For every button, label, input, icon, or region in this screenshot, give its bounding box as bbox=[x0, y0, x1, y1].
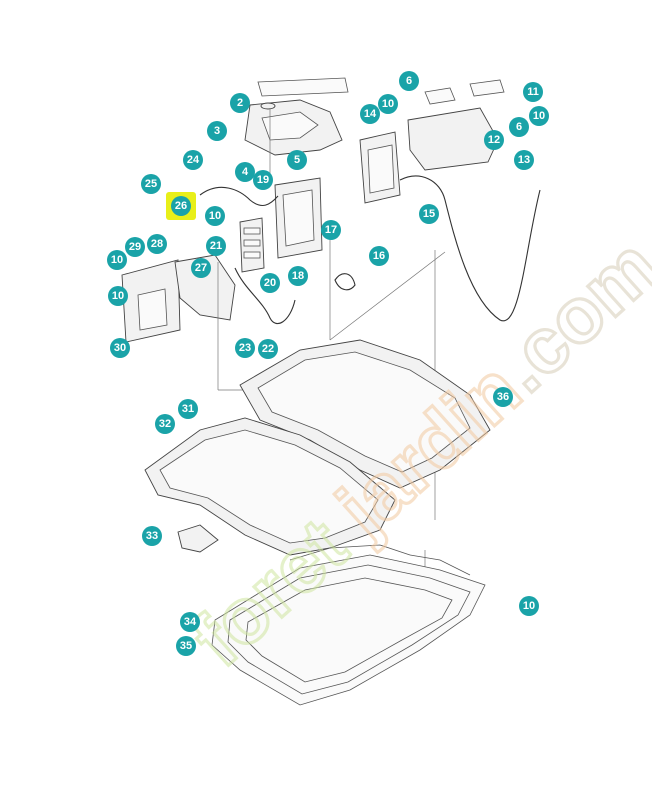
callout-11[interactable]: 11 bbox=[523, 82, 543, 102]
callout-label: 17 bbox=[325, 224, 337, 236]
callout-4[interactable]: 4 bbox=[235, 162, 255, 182]
callout-12[interactable]: 12 bbox=[484, 130, 504, 150]
callout-label: 26 bbox=[175, 200, 187, 212]
callout-30[interactable]: 30 bbox=[110, 338, 130, 358]
callout-label: 13 bbox=[518, 154, 530, 166]
callout-label: 19 bbox=[257, 174, 269, 186]
callout-25[interactable]: 25 bbox=[141, 174, 161, 194]
callout-18[interactable]: 18 bbox=[288, 266, 308, 286]
callout-label: 31 bbox=[182, 403, 194, 415]
callout-label: 15 bbox=[423, 208, 435, 220]
callout-10a[interactable]: 10 bbox=[378, 94, 398, 114]
callout-35[interactable]: 35 bbox=[176, 636, 196, 656]
callout-label: 24 bbox=[187, 154, 200, 166]
callout-label: 28 bbox=[151, 238, 163, 250]
callout-label: 27 bbox=[195, 262, 207, 274]
callout-31[interactable]: 31 bbox=[178, 399, 198, 419]
callout-29[interactable]: 29 bbox=[125, 237, 145, 257]
callout-21[interactable]: 21 bbox=[206, 236, 226, 256]
callout-5[interactable]: 5 bbox=[287, 150, 307, 170]
callout-label: 6 bbox=[406, 75, 412, 87]
callout-22[interactable]: 22 bbox=[258, 339, 278, 359]
callout-26[interactable]: 26 bbox=[171, 196, 191, 216]
callout-6a[interactable]: 6 bbox=[399, 71, 419, 91]
top-cover-assembly bbox=[244, 77, 349, 175]
callout-label: 18 bbox=[292, 270, 304, 282]
callout-34[interactable]: 34 bbox=[180, 612, 200, 632]
callout-label: 10 bbox=[111, 254, 123, 266]
callout-label: 4 bbox=[242, 166, 249, 178]
callout-32[interactable]: 32 bbox=[155, 414, 175, 434]
chassis-frame bbox=[211, 544, 486, 706]
callout-15[interactable]: 15 bbox=[419, 204, 439, 224]
callout-label: 35 bbox=[180, 640, 192, 652]
callout-23[interactable]: 23 bbox=[235, 338, 255, 358]
callout-17[interactable]: 17 bbox=[321, 220, 341, 240]
callout-label: 25 bbox=[145, 178, 157, 190]
callout-label: 20 bbox=[264, 277, 276, 289]
callout-label: 34 bbox=[184, 616, 197, 628]
callout-label: 10 bbox=[209, 210, 221, 222]
callout-label: 5 bbox=[294, 154, 300, 166]
callout-2[interactable]: 2 bbox=[230, 93, 250, 113]
callout-10f[interactable]: 10 bbox=[519, 596, 539, 616]
callout-label: 10 bbox=[382, 98, 394, 110]
part-callouts: 2 3 4 5 6 6 10 10 10 10 10 10 11 12 13 1… bbox=[107, 71, 549, 656]
callout-label: 32 bbox=[159, 418, 171, 430]
callout-3[interactable]: 3 bbox=[207, 121, 227, 141]
control-electronics bbox=[199, 131, 541, 324]
callout-label: 10 bbox=[112, 290, 124, 302]
callout-36[interactable]: 36 bbox=[493, 387, 513, 407]
callout-28[interactable]: 28 bbox=[147, 234, 167, 254]
callout-label: 23 bbox=[239, 342, 251, 354]
lower-base-plate bbox=[144, 417, 396, 556]
callout-label: 21 bbox=[210, 240, 222, 252]
side-cover-assembly bbox=[121, 254, 236, 343]
callout-label: 33 bbox=[146, 530, 158, 542]
callout-24[interactable]: 24 bbox=[183, 150, 203, 170]
foot-pad bbox=[177, 524, 219, 553]
callout-label: 2 bbox=[237, 97, 243, 109]
callout-label: 12 bbox=[488, 134, 500, 146]
callout-label: 6 bbox=[516, 121, 522, 133]
callout-10d[interactable]: 10 bbox=[107, 250, 127, 270]
callout-33[interactable]: 33 bbox=[142, 526, 162, 546]
callout-label: 10 bbox=[533, 110, 545, 122]
callout-16[interactable]: 16 bbox=[369, 246, 389, 266]
callout-20[interactable]: 20 bbox=[260, 273, 280, 293]
callout-6b[interactable]: 6 bbox=[509, 117, 529, 137]
callout-19[interactable]: 19 bbox=[253, 170, 273, 190]
callout-26-highlight[interactable]: 26 bbox=[166, 192, 196, 220]
callout-14[interactable]: 14 bbox=[360, 104, 380, 124]
callout-label: 14 bbox=[364, 108, 377, 120]
rear-bracket-assembly bbox=[407, 79, 505, 171]
callout-27[interactable]: 27 bbox=[191, 258, 211, 278]
callout-label: 30 bbox=[114, 342, 126, 354]
callout-13[interactable]: 13 bbox=[514, 150, 534, 170]
callout-10e[interactable]: 10 bbox=[108, 286, 128, 306]
callout-label: 11 bbox=[527, 86, 539, 98]
callout-label: 29 bbox=[129, 241, 141, 253]
callout-label: 36 bbox=[497, 391, 509, 403]
callout-label: 16 bbox=[373, 250, 385, 262]
callout-label: 10 bbox=[523, 600, 535, 612]
callout-10b[interactable]: 10 bbox=[529, 106, 549, 126]
callout-label: 22 bbox=[262, 343, 274, 355]
callout-label: 3 bbox=[214, 125, 220, 137]
callout-10c[interactable]: 10 bbox=[205, 206, 225, 226]
